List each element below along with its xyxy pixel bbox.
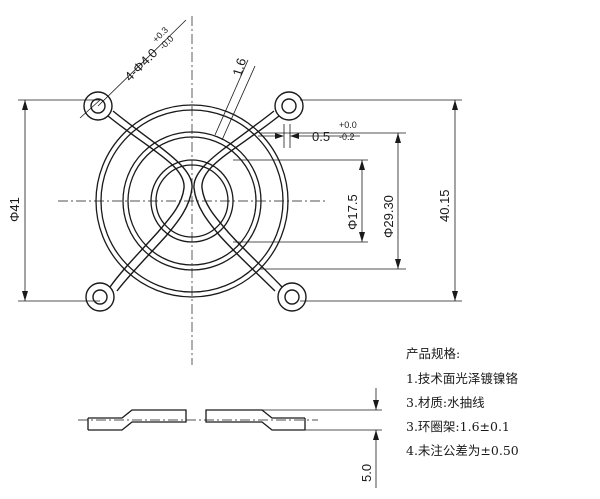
middle-ring-outer xyxy=(122,131,262,271)
hole-spec-label: 4-Φ4.0 xyxy=(122,45,161,84)
note-item-1: 1.技术面光泽镀镍铬 xyxy=(406,371,518,386)
outer-dia-label: Φ41 xyxy=(7,197,22,222)
mounting-loop-top-right xyxy=(274,91,304,121)
wire-dia-label: 1.6 xyxy=(230,56,250,78)
middle-ring-inner xyxy=(127,136,257,266)
note-item-2: 3.材质:水抽线 xyxy=(406,395,485,410)
spec-notes: 产品规格: 1.技术面光泽镀镍铬 3.材质:水抽线 3.环圈架:1.6±0.1 … xyxy=(406,346,519,458)
cross-wire-right xyxy=(193,110,283,292)
side-profile-top xyxy=(88,409,305,419)
hole-leader-line xyxy=(97,19,187,107)
inner-dia-dimension: Φ17.5 xyxy=(233,159,368,243)
inner-ring-inner xyxy=(155,164,229,238)
height-label: 5.0 xyxy=(359,464,374,482)
wire-dia-leader xyxy=(214,59,249,136)
outer-ring-inner xyxy=(100,109,284,293)
side-view: 5.0 xyxy=(78,388,382,488)
hole-leader-tick xyxy=(79,99,101,119)
mounting-loop-top-left xyxy=(83,91,113,121)
hole-pitch-dimension: 40.15 xyxy=(300,99,462,302)
hole-pitch-label: 40.15 xyxy=(437,189,452,222)
inner-dia-label: Φ17.5 xyxy=(345,194,360,230)
inner-ring-outer xyxy=(150,159,234,243)
note-item-4: 4.未注公差为±0.50 xyxy=(406,443,519,458)
mounting-loop-bottom-left xyxy=(85,282,115,312)
wire-dia-leader-2 xyxy=(221,65,256,141)
cross-wire-left xyxy=(107,110,193,292)
mid-dia-dimension: Φ29.30 xyxy=(260,132,406,270)
gap-tol-lower: -0.2 xyxy=(339,132,355,142)
outer-dia-dimension: Φ41 xyxy=(7,99,100,302)
gap-label: 0.5 xyxy=(312,129,330,144)
hole-callout: 4-Φ4.0 +0.3 -0.0 xyxy=(122,25,176,84)
gap-tol-upper: +0.0 xyxy=(339,120,357,130)
front-view xyxy=(58,16,326,365)
mounting-loop-bottom-right xyxy=(277,282,307,312)
notes-title: 产品规格: xyxy=(406,346,460,361)
mid-dia-label: Φ29.30 xyxy=(381,195,396,238)
side-profile-bottom xyxy=(88,418,305,431)
outer-ring-outer xyxy=(95,104,289,298)
note-item-3: 3.环圈架:1.6±0.1 xyxy=(406,419,510,434)
gap-dimension: 0.5 +0.0 -0.2 xyxy=(258,120,360,148)
